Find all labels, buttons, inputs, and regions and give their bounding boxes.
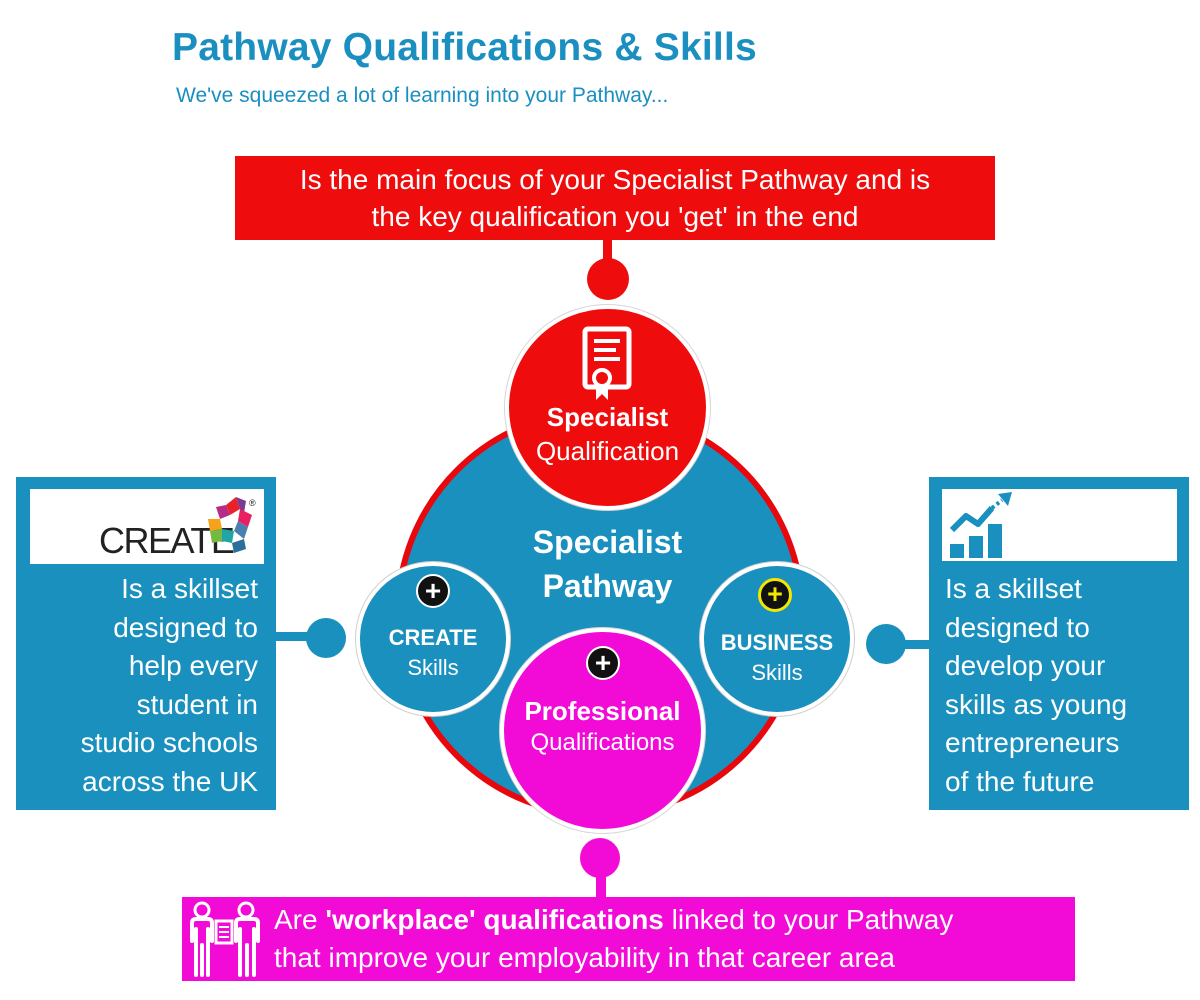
specialist-qualification-title: Specialist bbox=[546, 402, 669, 432]
left-connector-stem bbox=[276, 632, 320, 641]
create-skills-subtitle: Skills bbox=[407, 655, 459, 680]
business-skills-subtitle: Skills bbox=[751, 660, 803, 685]
certificate-icon bbox=[582, 326, 632, 400]
professional-qualifications-subtitle: Qualifications bbox=[530, 729, 675, 756]
create-description: Is a skillset designed to help every stu… bbox=[20, 570, 258, 801]
banner-text-line: Is the main focus of your Specialist Pat… bbox=[299, 164, 931, 195]
business-description: Is a skillset designed to develop your s… bbox=[945, 570, 1185, 801]
banner-text-emphasis: 'workplace' qualifications bbox=[325, 904, 664, 935]
business-description-line: of the future bbox=[945, 765, 1095, 797]
professional-qualifications-banner bbox=[182, 897, 1075, 981]
page-title: Pathway Qualifications & Skills bbox=[172, 26, 757, 69]
bottom-connector-stem bbox=[596, 866, 606, 900]
business-description-line: skills as young bbox=[945, 688, 1128, 720]
plus-icon: + bbox=[758, 578, 792, 612]
pathway-title-line: Pathway bbox=[542, 568, 673, 604]
create-description-line: student in bbox=[136, 688, 258, 720]
specialist-qualification-banner: Is the main focus of your Specialist Pat… bbox=[235, 156, 995, 240]
business-skills-title: BUSINESS bbox=[720, 630, 834, 655]
right-connector-stem bbox=[884, 640, 930, 649]
business-description-line: designed to bbox=[945, 611, 1090, 643]
create-logo-mark-icon: ® bbox=[208, 497, 256, 553]
plus-icon: + bbox=[586, 646, 620, 680]
create-skills-title: CREATE bbox=[388, 625, 478, 650]
banner-text-suffix: linked to your Pathway bbox=[663, 904, 954, 935]
right-connector-dot bbox=[866, 624, 906, 664]
create-logo bbox=[30, 489, 264, 564]
business-description-line: entrepreneurs bbox=[945, 727, 1120, 758]
left-connector-dot bbox=[306, 618, 346, 658]
plus-icon: + bbox=[416, 574, 450, 608]
top-connector-stem bbox=[603, 238, 612, 276]
specialist-pathway-label: Specialist Pathway bbox=[480, 520, 735, 608]
create-description-line: across the UK bbox=[82, 765, 258, 797]
bottom-connector-dot bbox=[580, 838, 620, 878]
banner-text-line: that improve your employability in that … bbox=[274, 942, 895, 973]
create-description-line: Is a skillset bbox=[121, 573, 258, 604]
business-description-line: develop your bbox=[945, 650, 1106, 681]
specialist-qualification-subtitle: Qualification bbox=[535, 436, 680, 466]
create-description-line: studio schools bbox=[80, 727, 258, 758]
create-description-line: designed to bbox=[113, 611, 258, 643]
banner-text-prefix: Are bbox=[274, 904, 326, 935]
professional-qualifications-text: Are 'workplace' qualifications linked to… bbox=[274, 901, 1074, 977]
page-subtitle: We've squeezed a lot of learning into yo… bbox=[176, 84, 669, 107]
banner-text-line: Are 'workplace' qualifications linked to… bbox=[274, 901, 1074, 939]
create-skills-circle bbox=[356, 562, 510, 716]
pathway-title-line: Specialist bbox=[532, 524, 683, 560]
banner-text-line: the key qualification you 'get' in the e… bbox=[371, 201, 859, 232]
professional-qualifications-title: Professional bbox=[524, 696, 681, 726]
business-description-line: Is a skillset bbox=[945, 573, 1082, 604]
top-connector-dot bbox=[587, 258, 629, 300]
registered-mark: ® bbox=[249, 498, 256, 508]
people-icon bbox=[190, 901, 260, 977]
growth-chart-icon bbox=[949, 492, 1012, 558]
create-description-line: help every bbox=[128, 650, 258, 681]
